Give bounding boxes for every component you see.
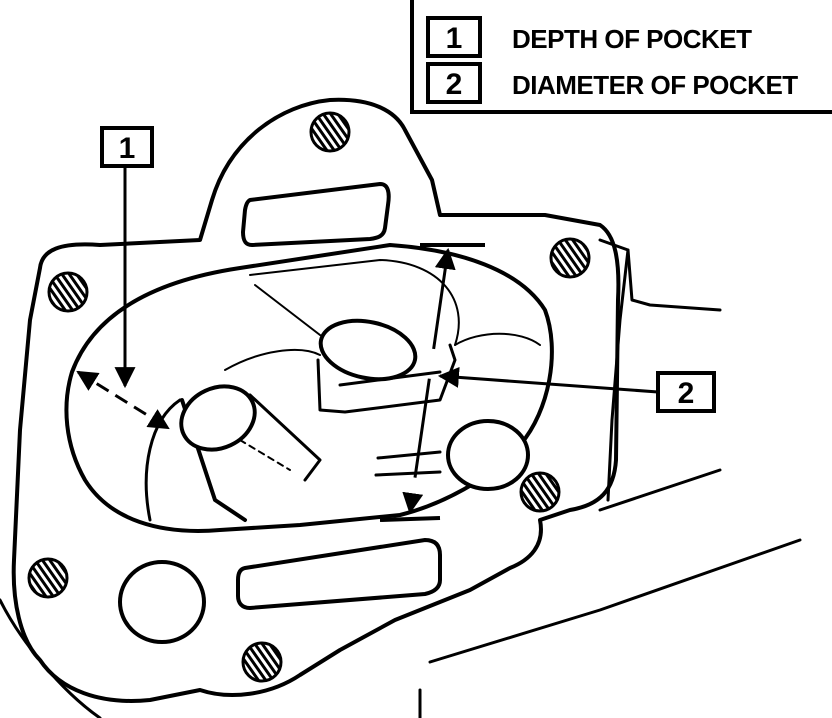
diameter-dimension-arrow — [402, 247, 456, 515]
cylinder-right-side — [248, 393, 322, 482]
callout-box-2 — [656, 371, 716, 413]
right-port — [446, 419, 530, 491]
legend-item-depth: 1 DEPTH OF POCKET — [426, 16, 753, 58]
housing-illustration — [0, 97, 802, 718]
cylinder-top — [179, 384, 257, 452]
depth-dimension-arrow — [76, 370, 170, 430]
pocket-rib-mid — [224, 349, 321, 371]
lower-left-port — [118, 560, 206, 644]
rear-body-lower — [598, 468, 722, 512]
bolt-holes — [27, 111, 591, 683]
diameter-leader-arrow — [437, 366, 659, 394]
rear-body-edge — [598, 238, 722, 312]
diameter-measurement: 2 — [379, 243, 716, 522]
pocket-inner-wall — [144, 398, 182, 522]
callout-number-2: 2 — [678, 377, 695, 410]
gasket-outline — [11, 97, 621, 703]
pocket-rib-line — [254, 284, 321, 336]
legend-number-box-1 — [426, 16, 482, 58]
depth-measurement: 1 — [76, 126, 170, 430]
legend-number-box-2 — [426, 62, 482, 104]
callout-box-1 — [100, 126, 154, 168]
bolt-hole-top — [309, 111, 351, 153]
bolt-hole-left — [47, 271, 89, 313]
lower-slot — [236, 538, 442, 610]
legend-item-diameter: 2 DIAMETER OF POCKET — [426, 62, 799, 104]
bolt-hole-lower-right — [519, 471, 561, 513]
legend: 1 DEPTH OF POCKET 2 DIAMETER OF POCKET — [410, 0, 832, 114]
pocket-cavity — [64, 243, 554, 533]
legend-label-depth: DEPTH OF POCKET — [512, 24, 752, 54]
rear-body-base — [428, 538, 802, 664]
bolt-hole-upper-right — [549, 237, 591, 279]
rear-body-left — [0, 598, 102, 718]
legend-number-1: 1 — [446, 22, 463, 55]
legend-number-2: 2 — [446, 68, 463, 101]
right-port-slot — [374, 450, 442, 477]
diameter-extension-bottom — [379, 516, 441, 522]
bolt-hole-bottom — [241, 641, 283, 683]
callout-number-1: 1 — [119, 132, 136, 165]
cylinder-hidden-line — [239, 439, 291, 471]
bolt-hole-lower-left — [27, 557, 69, 599]
upper-slot — [241, 182, 391, 247]
legend-label-diameter: DIAMETER OF POCKET — [512, 70, 798, 100]
legend-frame — [410, 0, 832, 114]
pocket-rib-right — [454, 332, 541, 346]
